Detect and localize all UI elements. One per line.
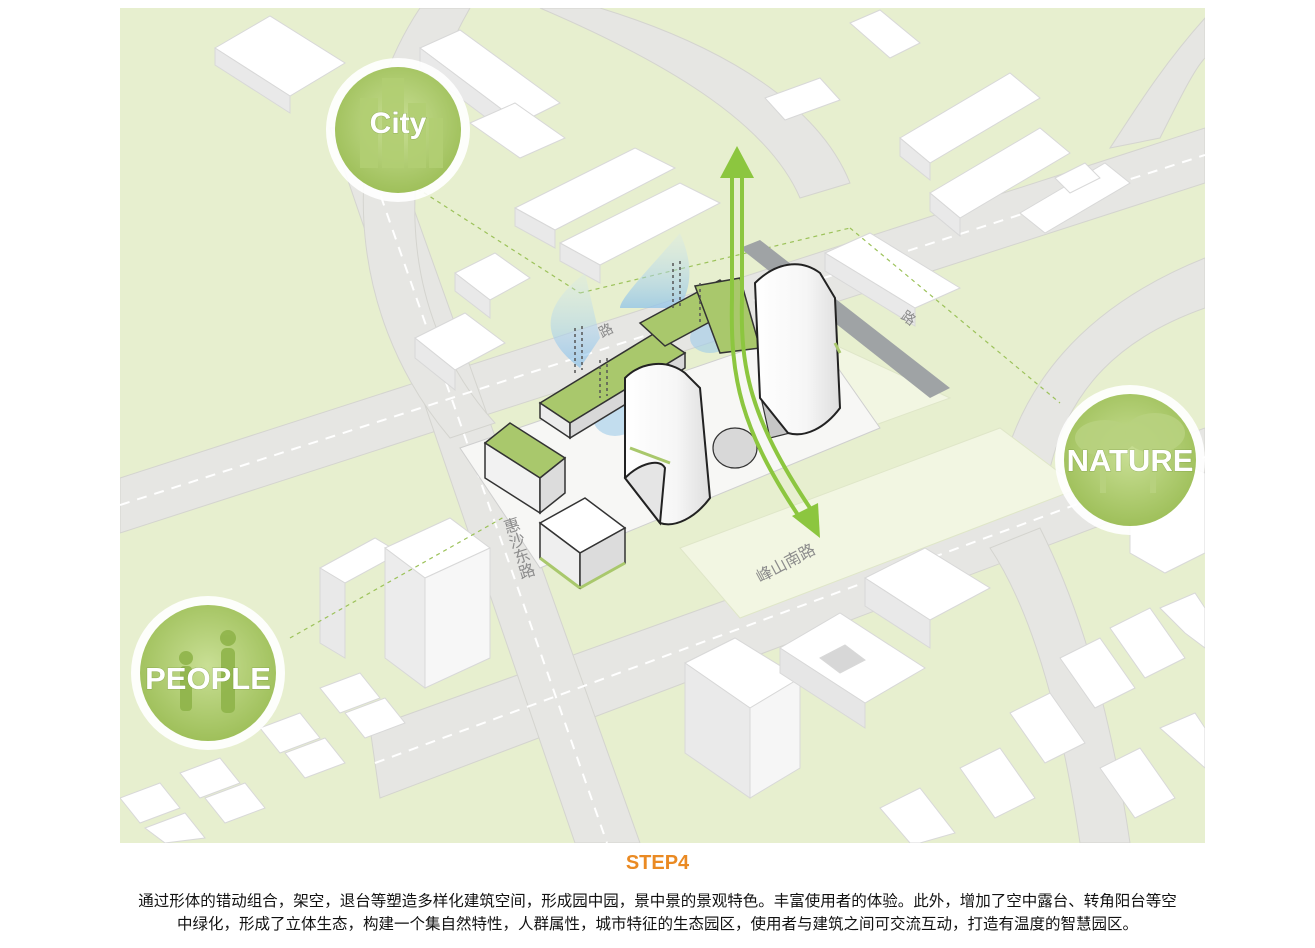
people-label: PEOPLE bbox=[145, 661, 271, 696]
road-label-northwest: 路 bbox=[596, 321, 616, 342]
city-badge: City bbox=[326, 58, 470, 202]
description-line-2: 中绿化，形成了立体生态，构建一个集自然特性，人群属性，城市特征的生态园区，使用者… bbox=[176, 915, 1138, 933]
context-buildings bbox=[120, 9, 1205, 843]
people-badge: PEOPLE bbox=[131, 596, 285, 750]
lane-markings bbox=[120, 127, 1205, 843]
arrow-head-north bbox=[720, 146, 754, 178]
site-masterplan-diagram: 惠沙东路 峰山南路 路 路 City NA bbox=[120, 8, 1205, 843]
people-silhouette-icon bbox=[179, 630, 236, 713]
sightline-cones bbox=[550, 233, 730, 436]
arrow-head-south bbox=[792, 503, 820, 538]
nature-badge: NATURE bbox=[1055, 385, 1205, 535]
circulation-arrow bbox=[729, 173, 812, 520]
description-line-1: 通过形体的错动组合，架空，退台等塑造多样化建筑空间，形成园中园，景中景的景观特色… bbox=[138, 892, 1177, 910]
city-skyline-icon bbox=[360, 78, 443, 168]
step-title: STEP4 bbox=[625, 852, 690, 874]
nature-label: NATURE bbox=[1067, 443, 1194, 478]
towers bbox=[623, 263, 842, 526]
tree-icon bbox=[1075, 413, 1185, 493]
city-label: City bbox=[370, 107, 427, 140]
vertical-markers bbox=[574, 261, 701, 398]
